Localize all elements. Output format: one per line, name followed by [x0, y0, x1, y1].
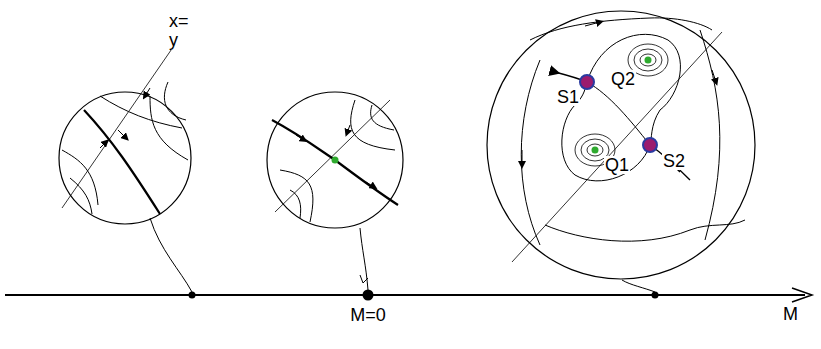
line-label: x= y — [168, 12, 192, 50]
phase-portrait-2 — [267, 92, 403, 228]
axis-value: M=0 — [349, 306, 387, 324]
parameter-axis — [5, 288, 812, 302]
point-label: Q2 — [610, 70, 636, 88]
axis-title: M — [782, 305, 799, 323]
point-label: S1 — [556, 88, 580, 106]
phase-portrait-3 — [487, 11, 755, 279]
phase-portrait-1 — [59, 40, 191, 224]
point-label: S2 — [662, 152, 686, 170]
leader-lines — [150, 218, 655, 292]
point-label: Q1 — [604, 156, 630, 174]
